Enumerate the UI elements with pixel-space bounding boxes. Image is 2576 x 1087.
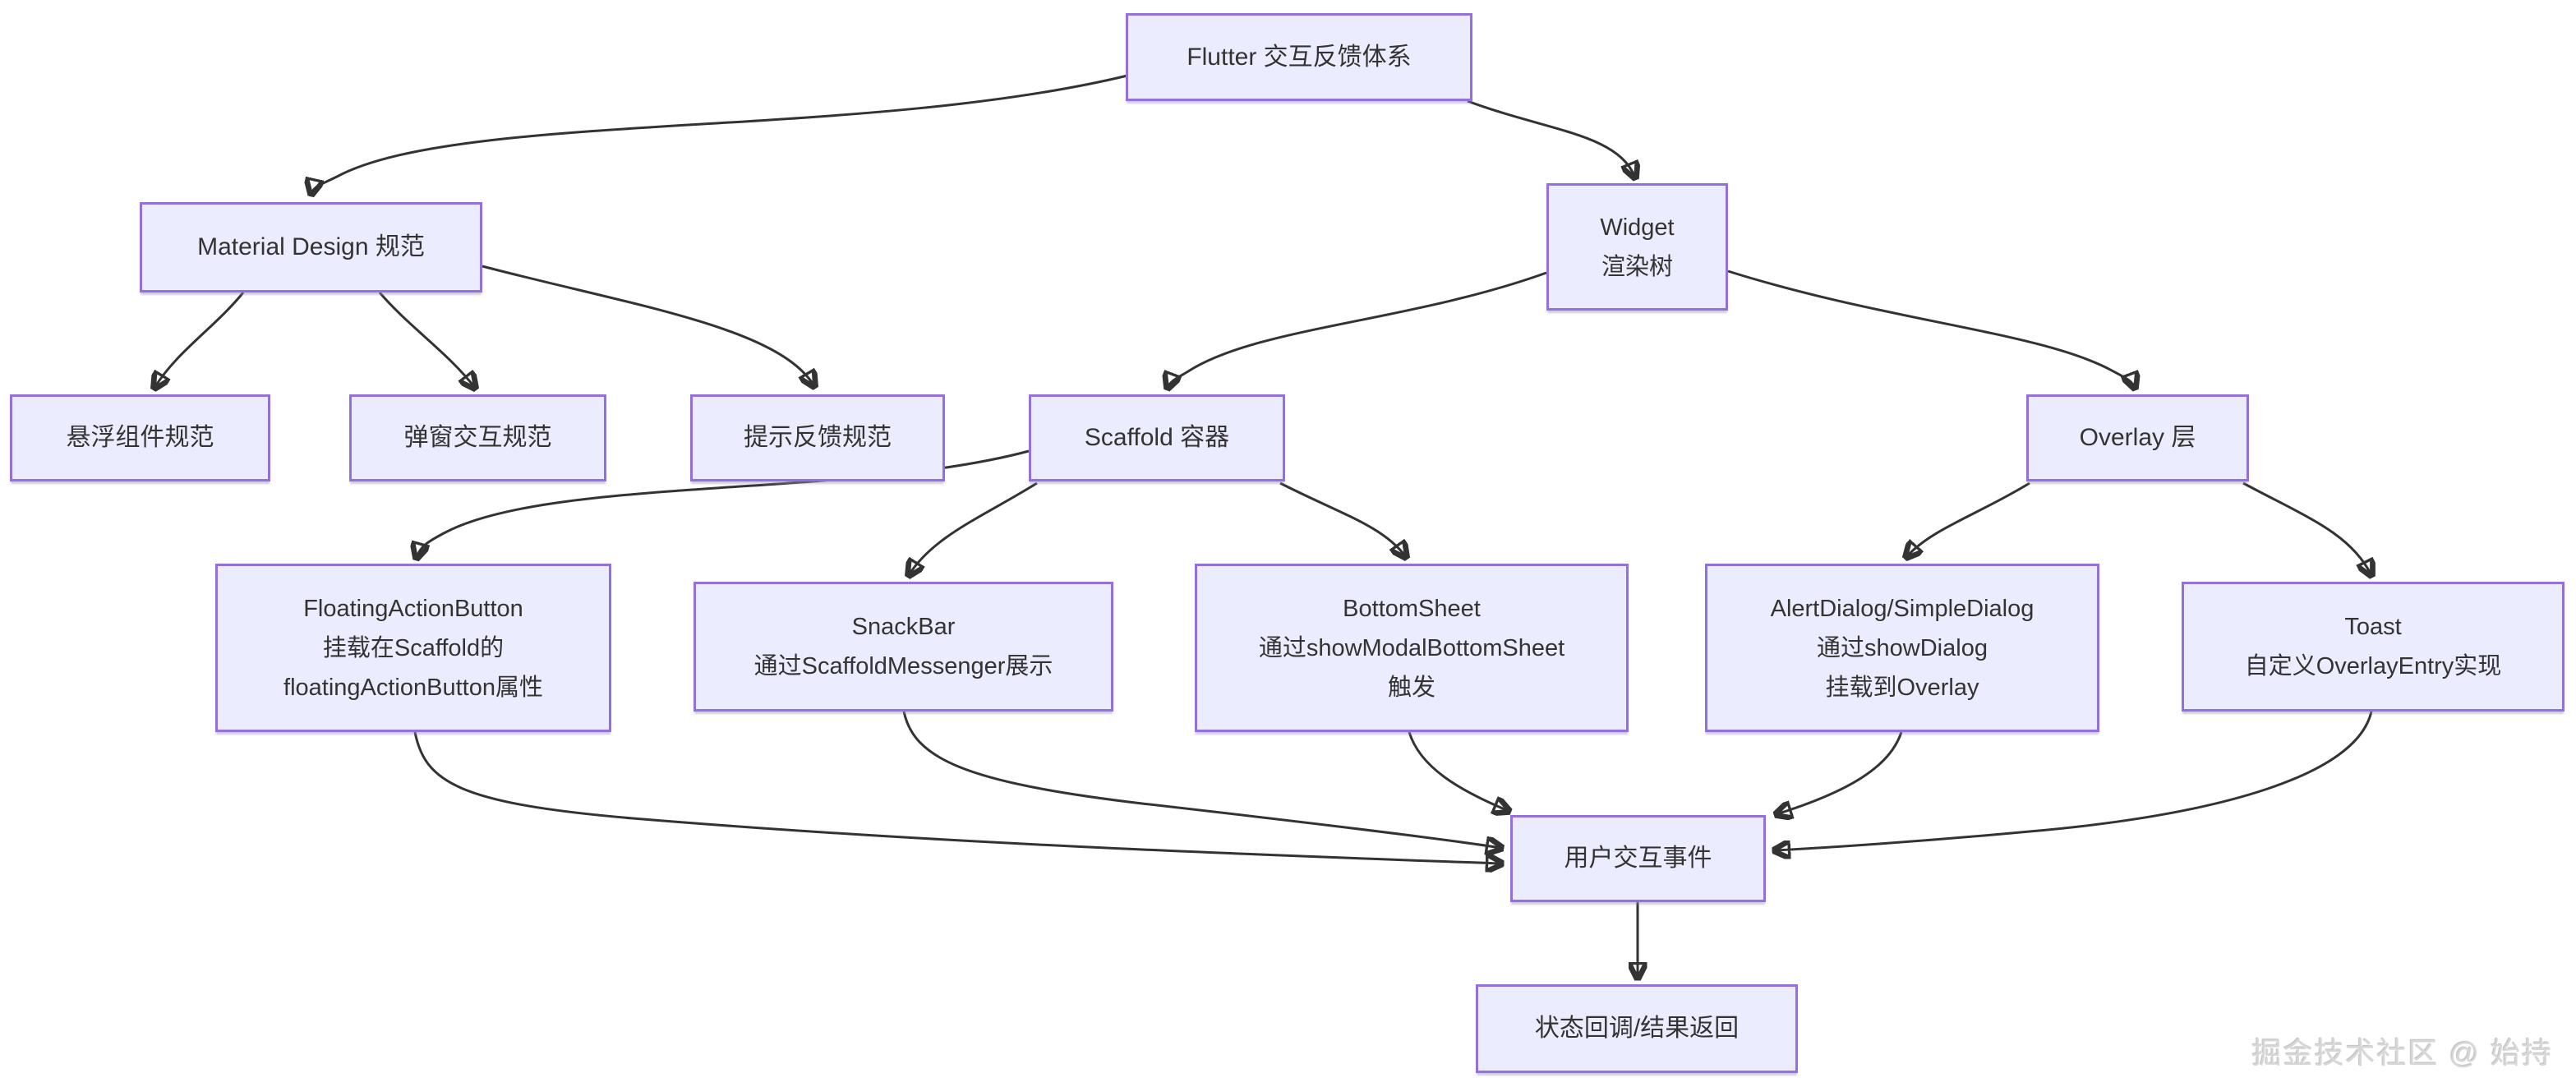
edge-overlay-to-toast bbox=[2242, 481, 2371, 575]
node-bottomsheet: BottomSheet 通过showModalBottomSheet 触发 bbox=[1195, 564, 1629, 732]
node-label: Flutter 交互反馈体系 bbox=[1187, 43, 1412, 71]
node-label: 通过showDialog bbox=[1817, 634, 1988, 661]
node-alertdialog-simpledialog: AlertDialog/SimpleDialog 通过showDialog 挂载… bbox=[1705, 564, 2099, 732]
node-label: 状态回调/结果返回 bbox=[1534, 1015, 1740, 1042]
node-flutter-root: Flutter 交互反馈体系 bbox=[1126, 13, 1472, 101]
edge-scaffold-to-bottomsheet bbox=[1279, 481, 1406, 557]
node-user-interaction-event: 用户交互事件 bbox=[1510, 815, 1766, 902]
edge-snackbar-to-user-event bbox=[902, 711, 1501, 848]
edge-widget-tree-to-overlay bbox=[1727, 269, 2135, 388]
edge-widget-tree-to-scaffold bbox=[1168, 271, 1547, 388]
node-label: 悬浮组件规范 bbox=[66, 424, 214, 451]
node-label: FloatingActionButton bbox=[303, 595, 523, 622]
node-widget-render-tree: Widget 渲染树 bbox=[1546, 183, 1728, 311]
node-label: 提示反馈规范 bbox=[744, 424, 892, 451]
node-toast: Toast 自定义OverlayEntry实现 bbox=[2182, 582, 2564, 712]
node-floating-action-button: FloatingActionButton 挂载在Scaffold的 floati… bbox=[215, 564, 611, 732]
node-label: Widget bbox=[1600, 214, 1675, 241]
node-tip-feedback-spec: 提示反馈规范 bbox=[690, 394, 945, 481]
edge-material-to-float-spec bbox=[154, 292, 245, 388]
node-label: Overlay 层 bbox=[2079, 424, 2196, 451]
edge-alertdialog-to-user-event bbox=[1776, 731, 1903, 814]
edge-fab-to-user-event bbox=[413, 731, 1501, 864]
edge-root-to-widget-tree bbox=[1467, 99, 1635, 177]
node-label: 渲染树 bbox=[1601, 253, 1673, 280]
edge-root-to-material bbox=[311, 74, 1128, 194]
node-label: 触发 bbox=[1387, 674, 1435, 701]
node-label: 挂载在Scaffold的 bbox=[322, 634, 505, 661]
node-label: 弹窗交互规范 bbox=[403, 424, 552, 451]
watermark-text: 掘金技术社区 @ 始持 bbox=[2251, 1036, 2553, 1070]
node-label: BottomSheet bbox=[1343, 595, 1481, 622]
node-dialog-interaction-spec: 弹窗交互规范 bbox=[349, 394, 606, 481]
edge-overlay-to-alertdialog bbox=[1906, 481, 2030, 557]
node-floating-widget-spec: 悬浮组件规范 bbox=[10, 394, 270, 481]
node-overlay-layer: Overlay 层 bbox=[2026, 394, 2249, 481]
node-label: 通过showModalBottomSheet bbox=[1258, 634, 1565, 661]
node-status-callback-result: 状态回调/结果返回 bbox=[1476, 984, 1798, 1073]
edge-material-to-tip-spec bbox=[482, 265, 814, 386]
node-label: 自定义OverlayEntry实现 bbox=[2244, 653, 2502, 679]
node-label: Scaffold 容器 bbox=[1084, 424, 1230, 451]
edge-toast-to-user-event bbox=[1775, 711, 2373, 850]
edge-scaffold-to-snackbar bbox=[909, 481, 1038, 575]
node-label: 用户交互事件 bbox=[1564, 845, 1712, 872]
node-material-design-spec: Material Design 规范 bbox=[140, 202, 482, 292]
node-label: Toast bbox=[2344, 614, 2402, 640]
node-label: 通过ScaffoldMessenger展示 bbox=[753, 653, 1053, 679]
edge-material-to-dialog-spec bbox=[378, 292, 475, 388]
node-label: SnackBar bbox=[851, 614, 956, 640]
node-snackbar: SnackBar 通过ScaffoldMessenger展示 bbox=[694, 582, 1113, 712]
edge-bottomsheet-to-user-event bbox=[1408, 731, 1509, 811]
node-scaffold-container: Scaffold 容器 bbox=[1029, 394, 1285, 481]
node-label: 挂载到Overlay bbox=[1825, 674, 1979, 701]
node-label: Material Design 规范 bbox=[197, 233, 425, 260]
node-label: AlertDialog/SimpleDialog bbox=[1770, 595, 2035, 622]
node-label: floatingActionButton属性 bbox=[283, 674, 543, 701]
